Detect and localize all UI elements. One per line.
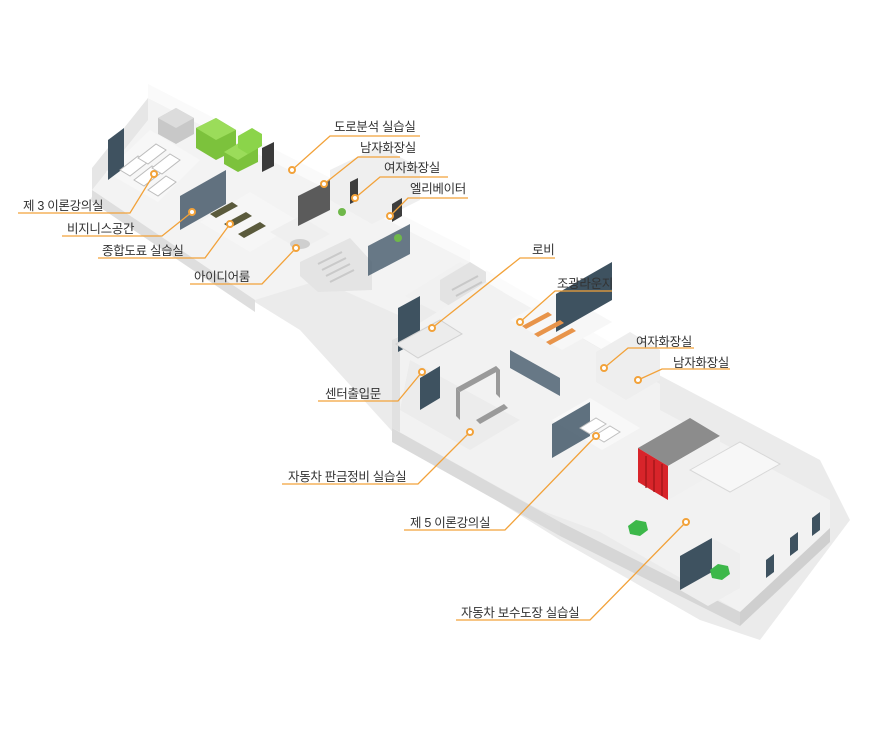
lounge-front-glass [510, 350, 560, 396]
label-paint-repair-lab[interactable]: 자동차 보수도장 실습실 [461, 606, 580, 620]
green-table-2 [710, 564, 730, 580]
leader-painting [98, 223, 231, 259]
leader-womens-lower [603, 347, 694, 369]
location-dot-icon [516, 318, 524, 326]
leader-mens-upper [323, 156, 400, 185]
jogwang-lounge-glass [556, 262, 612, 332]
leader-surface-analysis [291, 135, 420, 171]
label-jogwang-lounge[interactable]: 조광라운지 [557, 277, 614, 291]
lower-wing-front-wall-2 [560, 522, 740, 626]
label-mens-restroom-lower[interactable]: 남자화장실 [673, 356, 730, 370]
lower-wing-front-wall [392, 428, 560, 536]
label-lecture-room-3[interactable]: 제 3 이론강의실 [23, 199, 104, 213]
leader-entrance [318, 371, 423, 402]
bodywork-lab-glass [420, 366, 440, 410]
location-dot-icon [320, 180, 328, 188]
location-dot-icon [418, 368, 426, 376]
location-dot-icon [288, 166, 296, 174]
leader-womens-upper [354, 176, 448, 199]
lower-wing-right-wall [740, 528, 830, 626]
lower-wing-left-wall [392, 336, 400, 432]
leader-business [62, 211, 193, 237]
label-lecture-room-5[interactable]: 제 5 이론강의실 [410, 516, 491, 530]
plant-upper [338, 208, 402, 242]
leader-lobby [431, 257, 555, 329]
leader-paint-repair [456, 521, 687, 621]
leader-lecture-3 [18, 173, 155, 214]
label-idea-room[interactable]: 아이디어룸 [194, 270, 251, 284]
dark-cabinet [262, 142, 274, 172]
location-dot-icon [600, 364, 608, 372]
label-lobby[interactable]: 로비 [532, 243, 555, 257]
location-dot-icon [150, 170, 158, 178]
analysis-machine-top [158, 108, 194, 128]
leader-elevator [389, 197, 468, 217]
idea-room-floor [270, 216, 330, 250]
location-dot-icon [386, 212, 394, 220]
leader-idea [190, 247, 297, 285]
leader-jogwang [519, 290, 612, 323]
green-equipment-block [196, 118, 262, 172]
label-bodywork-lab[interactable]: 자동차 판금정비 실습실 [288, 470, 407, 484]
leader-lecture-5 [404, 435, 597, 531]
location-dot-icon [466, 428, 474, 436]
upper-wing-front-wall [92, 190, 255, 312]
green-table-1 [628, 520, 648, 536]
location-dot-icon [188, 208, 196, 216]
label-painting-lab[interactable]: 종합도료 실습실 [102, 244, 184, 258]
restroom-block-lower [596, 332, 660, 400]
lecture-room-3-board [108, 128, 124, 180]
label-womens-restroom-upper[interactable]: 여자화장실 [384, 161, 441, 175]
label-business-space[interactable]: 비지니스공간 [67, 222, 135, 236]
stairwell-upper [300, 238, 372, 292]
location-dot-icon [592, 432, 600, 440]
entrance-canopy [395, 319, 463, 359]
spray-hall-roof [688, 441, 782, 493]
label-womens-restroom-lower[interactable]: 여자화장실 [636, 335, 693, 349]
location-dot-icon [292, 244, 300, 252]
leader-bodywork [282, 431, 471, 485]
right-wall-windows [766, 512, 820, 578]
lecture-room-3-floor [106, 130, 200, 202]
bodywork-lift-frame [456, 366, 508, 424]
label-center-entrance[interactable]: 센터출입문 [325, 387, 382, 401]
paint-lab-glass-wall [680, 538, 712, 590]
location-dot-icon [682, 518, 690, 526]
stair-steps-upper [317, 251, 355, 283]
paint-booth-doors [645, 456, 663, 496]
lecture-room-5-glass [552, 402, 590, 458]
paint-booth-roof [638, 418, 720, 466]
location-dot-icon [634, 376, 642, 384]
leader-mens-lower [637, 368, 730, 381]
location-dot-icon [226, 220, 234, 228]
location-dot-icon [351, 194, 359, 202]
callout-dots [150, 166, 690, 526]
location-dot-icon [428, 324, 436, 332]
idea-room-shelf [298, 180, 330, 226]
callout-lines [18, 135, 730, 621]
label-elevator[interactable]: 엘리베이터 [410, 182, 467, 196]
jogwang-lounge-counters [522, 312, 576, 345]
elevator-door [392, 198, 402, 222]
lower-wing-floor [392, 282, 830, 612]
lecture-room-5-desks [579, 417, 621, 443]
label-mens-restroom-upper[interactable]: 남자화장실 [360, 141, 417, 155]
label-surface-analysis-lab[interactable]: 도로분석 실습실 [334, 120, 416, 134]
